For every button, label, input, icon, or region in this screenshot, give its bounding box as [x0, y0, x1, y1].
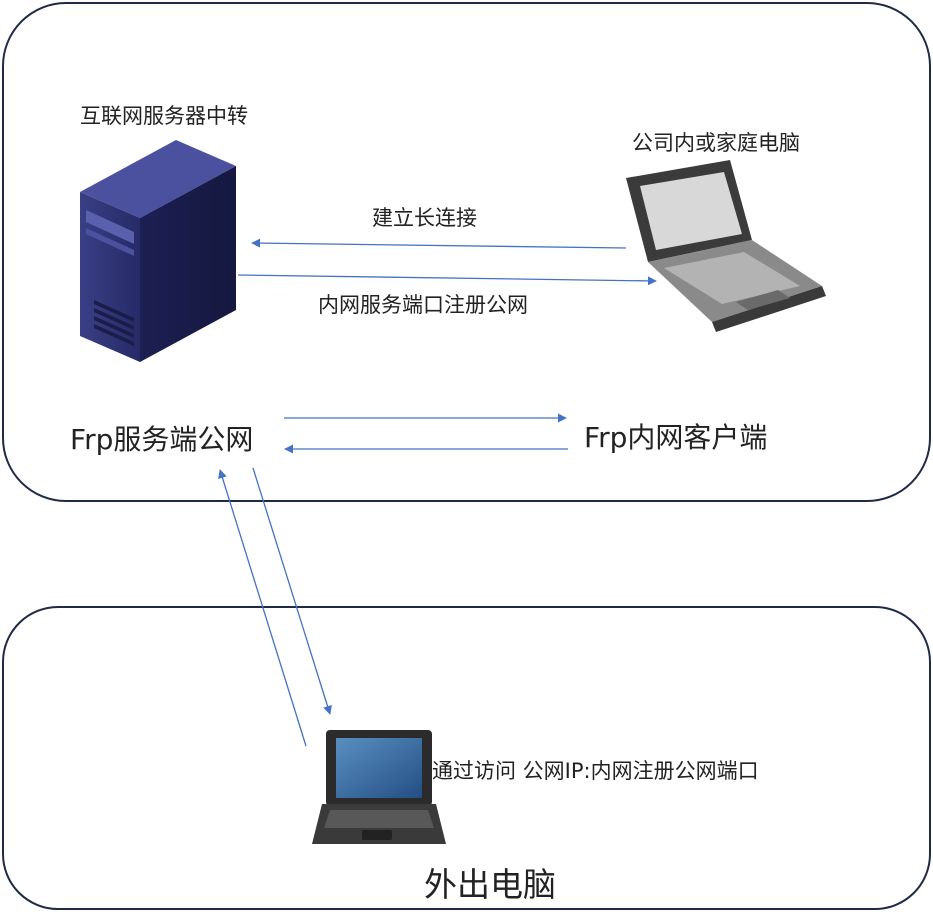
external-region	[2, 606, 931, 910]
server-caption: 互联网服务器中转	[80, 104, 248, 128]
laptop-icon	[626, 160, 826, 332]
frp-server-label: Frp服务端公网	[70, 423, 254, 456]
access-hint-label: 通过访问 公网IP:内网注册公网端口	[432, 759, 759, 783]
tower-server-icon	[80, 140, 236, 362]
arrow-server-to-external	[252, 467, 332, 715]
long-connection-label: 建立长连接	[372, 206, 477, 230]
laptop-icon	[312, 730, 446, 844]
register-port-label: 内网服务端口注册公网	[318, 293, 528, 317]
arrow-long-connection	[251, 238, 627, 249]
frp-client-label: Frp内网客户端	[584, 421, 768, 454]
internet-region	[2, 2, 931, 502]
arrow-register-port	[237, 274, 657, 286]
external-pc-label: 外出电脑	[424, 865, 556, 904]
arrow-external-to-server	[218, 469, 307, 747]
office-pc-caption: 公司内或家庭电脑	[632, 131, 800, 155]
